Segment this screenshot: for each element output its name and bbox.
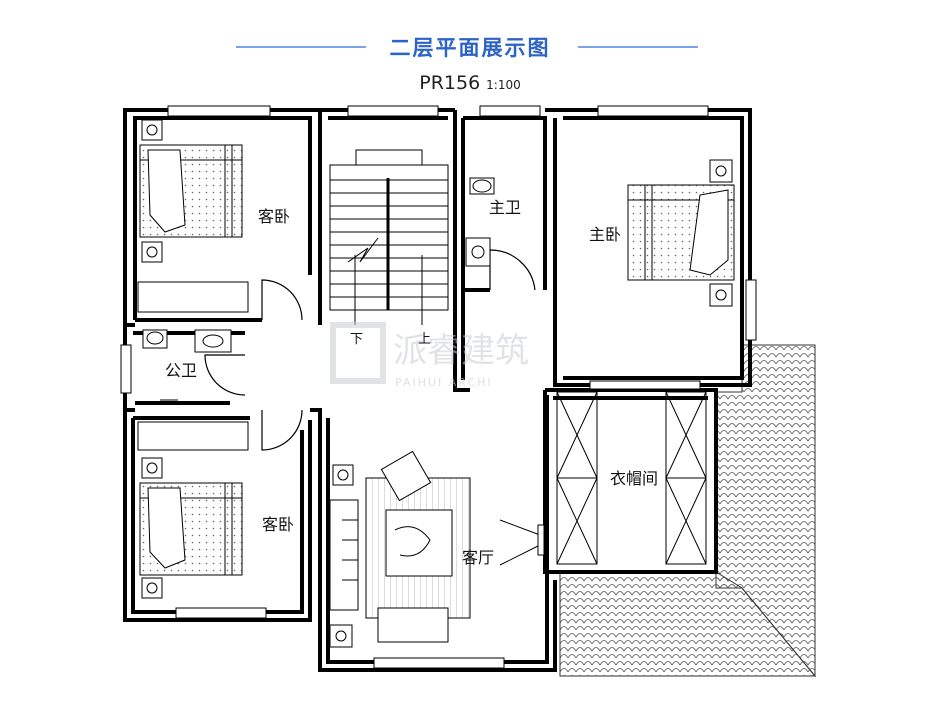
title-rule-right — [578, 46, 698, 48]
watermark-text: 派睿建筑 — [393, 331, 529, 371]
watermark: 派睿建筑 PAIHUI ARCHI — [330, 322, 529, 389]
plan-code-line: PR156 1:100 — [0, 72, 940, 94]
label-public-bath: 公卫 — [165, 361, 197, 380]
roof-tiles — [559, 344, 817, 678]
page-title: 二层平面展示图 — [389, 36, 551, 60]
master-bed — [627, 159, 735, 307]
plan-code: PR156 — [419, 72, 481, 94]
label-master-bedroom: 主卧 — [589, 225, 621, 244]
watermark-sub: PAIHUI ARCHI — [395, 376, 493, 389]
label-master-bath: 主卫 — [489, 198, 521, 217]
label-stairs-down: 下 — [350, 332, 363, 347]
wardrobes — [556, 391, 707, 565]
header: 二层平面展示图 PR156 1:100 — [0, 0, 940, 100]
staircase — [329, 149, 449, 325]
guest-bed-top — [137, 119, 249, 313]
label-guest-bedroom-bottom: 客卧 — [262, 515, 294, 534]
label-guest-bedroom-top: 客卧 — [258, 207, 290, 226]
windows — [120, 105, 757, 669]
label-stairs-up: 上 — [418, 332, 431, 347]
bath-fixtures — [142, 177, 495, 401]
guest-bed-bottom — [137, 421, 249, 599]
living-furniture — [329, 450, 545, 648]
title-rule-left — [236, 46, 366, 48]
label-living-room: 客厅 — [462, 548, 494, 567]
plan-scale: 1:100 — [486, 78, 521, 92]
room-labels: 客卧 主卫 主卧 公卫 衣帽间 客卧 客厅 下 上 — [165, 198, 658, 567]
label-closet: 衣帽间 — [610, 469, 658, 488]
doors — [204, 249, 536, 451]
